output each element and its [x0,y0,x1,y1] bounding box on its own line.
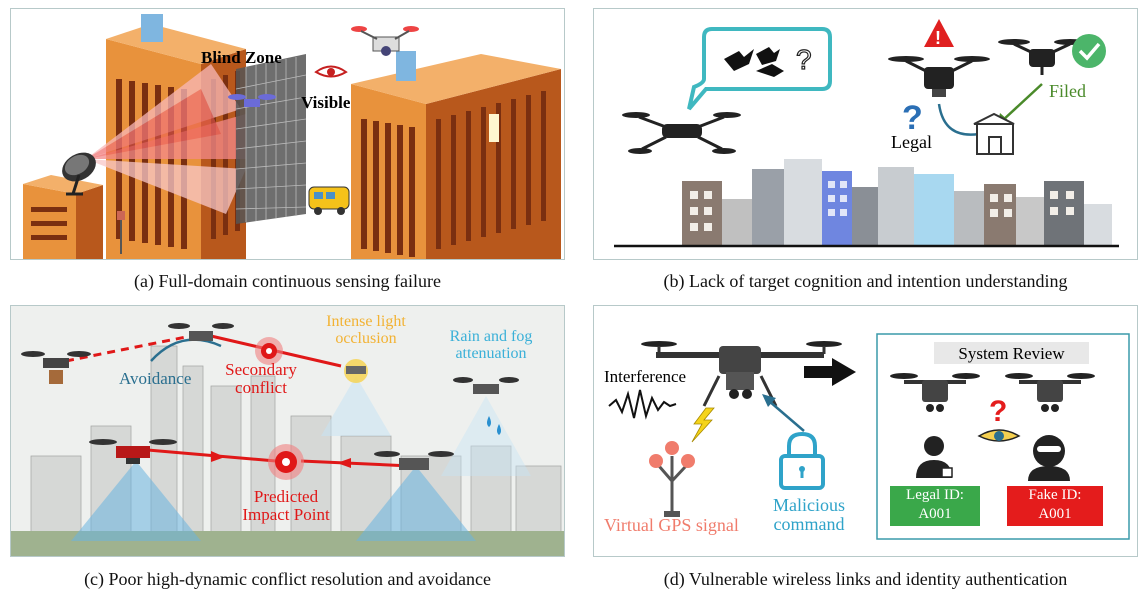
interference-label: Interference [604,367,687,386]
predicted-impact-label: Predicted Impact Point [242,487,330,524]
rain-cone [441,396,531,476]
sun-drone-icon [344,359,368,383]
blind-zone-label: Blind Zone [201,48,282,67]
panel-a-illustration [23,14,561,259]
street-lamp-icon [117,211,125,254]
panel-c-conflict-resolution: Intense light occlusion Rain and fog att… [10,305,565,557]
ground-cones [71,461,476,541]
gps-antenna-icon [649,441,695,517]
legal-drone-icon [890,373,980,412]
legal-label: Legal [891,132,932,152]
panel-a-sensing-failure: Blind Zone Visible [10,8,565,260]
panel-b-target-cognition: ? ! ? [593,8,1138,260]
system-review-label: System Review [958,344,1065,363]
bird-icon [724,47,784,77]
legal-id-label: Legal ID: [906,487,964,503]
dashed-path [65,334,192,363]
raindrop-icon [487,416,501,435]
fake-id-box [1007,486,1103,526]
lock-icon [779,431,825,490]
light-cone [321,376,391,436]
city-skyline [614,159,1119,248]
avoidance-curve [150,338,222,362]
caption-d: (d) Vulnerable wireless links and identi… [663,569,1068,589]
fake-id-label: Fake ID: [1028,487,1082,503]
review-box [876,333,1130,540]
grey-drone-icon [374,451,454,470]
drone-icon [622,112,741,154]
legal-id-value: A001 [918,506,952,522]
rooftop-tank-icon [141,14,163,42]
question-icon: ? [989,395,1007,428]
hacker-icon [1028,435,1070,481]
impact-path-left [135,447,277,463]
right-building-illustration [351,51,561,259]
radar-beams [86,64,246,214]
virtual-gps-label: Virtual GPS signal [604,515,739,535]
panel-d-illustration: ? [608,333,1130,540]
eye-icon [314,65,348,78]
fake-drone-icon [1005,373,1095,412]
blind-zone-grid [235,54,307,224]
warning-icon: ! [924,19,954,48]
malicious-arrow [768,400,805,432]
filed-arrow [1001,83,1043,122]
interference-wave [608,389,677,420]
cargo-drone-icon [21,351,91,384]
filed-label: Filed [1049,81,1087,101]
legal-id-box [890,486,980,526]
eye-icon [977,429,1021,442]
malicious-command-label: Malicious command [773,495,845,534]
small-building-illustration [23,175,103,259]
caption-a: (a) Full-domain continuous sensing failu… [134,271,441,291]
large-drone-icon [641,341,842,407]
filed-drone-icon [998,39,1086,75]
secondary-conflict-marker [255,337,283,365]
unknown-drone-icon [888,56,990,97]
impact-path-right [300,459,412,468]
user-icon [916,436,953,478]
rain-fog-label: Rain and fog attenuation [449,328,533,362]
rain-drone-icon [453,377,519,394]
lightning-icon [691,407,715,443]
hidden-drone-icon [228,94,276,107]
caption-c: (c) Poor high-dynamic conflict resolutio… [84,569,491,589]
fake-id-value: A001 [1038,506,1072,522]
check-icon [1072,34,1106,68]
panel-d-wireless-identity: ? System Review Interference Virtual GPS… [593,305,1138,557]
visible-label: Visible [301,93,351,112]
panel-c-illustration [11,306,564,556]
red-drone-icon [89,439,177,464]
svg-text:!: ! [935,28,941,48]
caption-b: (b) Lack of target cognition and intenti… [663,271,1068,291]
right-arrow-icon [804,358,856,386]
legal-arrow [937,103,980,136]
top-drone-icon [168,323,234,341]
visible-drone-icon [351,26,419,56]
house-icon [973,112,1015,155]
panel-b-illustration: ? ! ? [614,19,1119,248]
question-icon: ? [902,99,923,137]
impact-point-marker [268,444,304,480]
svg-text:?: ? [796,44,812,75]
secondary-conflict-label: Secondary conflict [225,360,297,397]
radar-dish-icon [62,152,96,196]
rooftop-tank-icon [396,51,416,81]
speech-bubble: ? [687,27,832,111]
school-bus-icon [308,186,350,215]
avoidance-label: Avoidance [119,369,192,388]
intense-light-label: Intense light occlusion [326,313,406,347]
